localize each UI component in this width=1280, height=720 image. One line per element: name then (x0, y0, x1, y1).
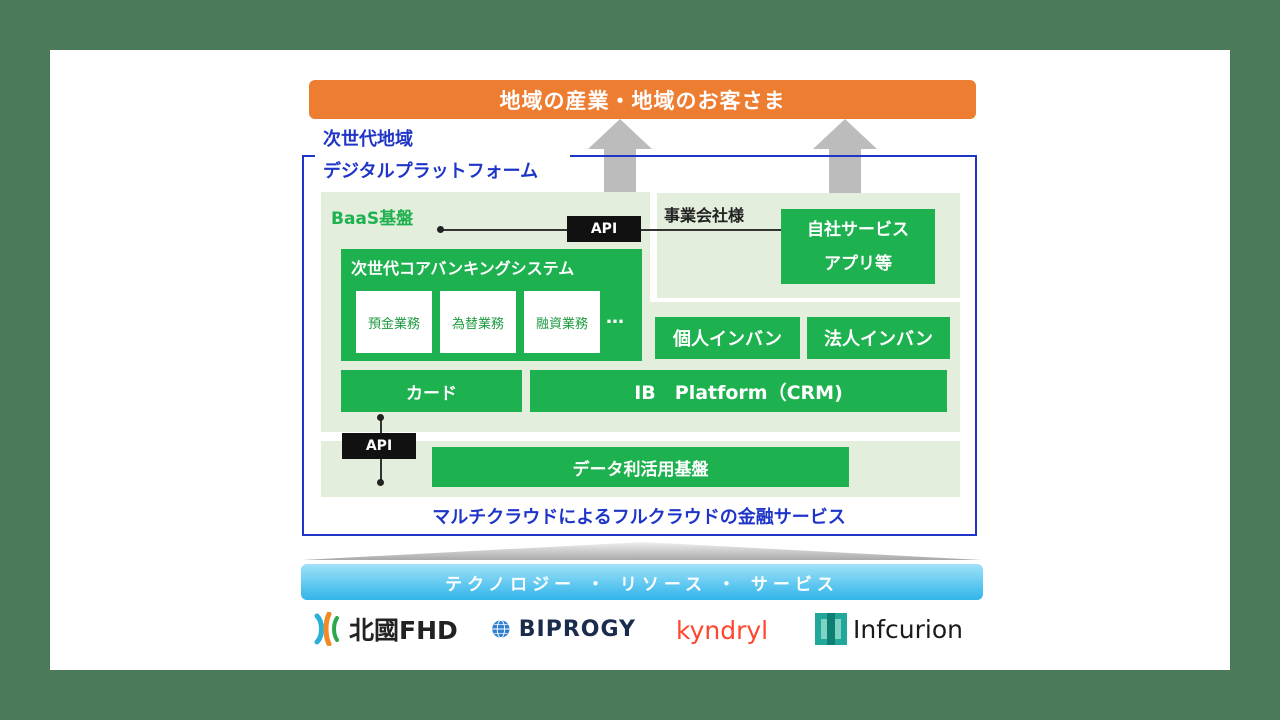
api-badge-label: API (365, 438, 393, 454)
logo-biprogy-text: BIPROGY (518, 616, 636, 642)
ib-platform-box: IB Platform（CRM) (530, 370, 947, 412)
core-module-deposit: 預金業務 (356, 291, 432, 353)
infcurion-square-icon (815, 613, 847, 645)
logo-hokkoku-text: 北國FHD (349, 616, 458, 645)
platform-frame (302, 155, 977, 536)
logo-infcurion-text: Infcurion (853, 614, 963, 644)
corporate-inban-label: 法人インバン (824, 329, 933, 350)
platform-title-line1: 次世代地域 (323, 129, 413, 150)
connector-dot (377, 414, 384, 421)
baas-label: BaaS基盤 (331, 209, 414, 229)
company-label: 事業会社様 (664, 206, 745, 225)
api-badge-top: API (567, 216, 641, 242)
logo-biprogy: BIPROGY (491, 611, 636, 647)
biprogy-globe-icon (492, 619, 510, 639)
personal-inban-box: 個人インバン (655, 317, 800, 359)
personal-inban-label: 個人インバン (673, 329, 782, 350)
api-badge-label: API (590, 221, 618, 237)
connector-dot (377, 479, 384, 486)
data-platform-label: データ利活用基盤 (572, 459, 709, 480)
logo-infcurion: Infcurion (815, 611, 965, 647)
card-label: カード (406, 383, 457, 404)
company-service-box: 自社サービス アプリ等 (781, 209, 935, 284)
cloud-caption: マルチクラウドによるフルクラウドの金融サービス (303, 503, 975, 529)
core-more-ellipsis: … (606, 307, 624, 328)
connector-dot (437, 226, 444, 233)
hokkoku-logo-icon (314, 612, 339, 646)
platform-title-line2: デジタルプラットフォーム (323, 161, 539, 182)
foundation-bar-label: テクノロジー ・ リソース ・ サービス (445, 574, 839, 595)
core-banking-title: 次世代コアバンキングシステム (351, 259, 575, 278)
logo-kyndryl-text: kyndryl (676, 615, 769, 645)
core-module-label: 融資業務 (535, 316, 588, 332)
api-badge-bottom: API (342, 433, 416, 459)
platform-title: 次世代地域 デジタルプラットフォーム (315, 124, 570, 186)
data-platform-box: データ利活用基盤 (432, 447, 849, 487)
ib-platform-label: IB Platform（CRM) (634, 381, 843, 404)
logo-kyndryl: kyndryl (676, 612, 776, 648)
foundation-bar: テクノロジー ・ リソース ・ サービス (301, 564, 983, 600)
core-module-label: 預金業務 (367, 316, 420, 332)
core-module-label: 為替業務 (451, 316, 504, 332)
core-module-exchange: 為替業務 (440, 291, 516, 353)
customers-banner: 地域の産業・地域のお客さま (309, 80, 976, 119)
core-module-loan: 融資業務 (524, 291, 600, 353)
card-box: カード (341, 370, 522, 412)
customers-banner-label: 地域の産業・地域のお客さま (499, 88, 786, 113)
company-service-line1: 自社サービス (807, 220, 909, 240)
logo-hokkoku: 北國FHD (313, 611, 473, 647)
cloud-caption-label: マルチクラウドによるフルクラウドの金融サービス (432, 507, 846, 528)
corporate-inban-box: 法人インバン (807, 317, 950, 359)
company-service-line2: アプリ等 (824, 254, 892, 274)
